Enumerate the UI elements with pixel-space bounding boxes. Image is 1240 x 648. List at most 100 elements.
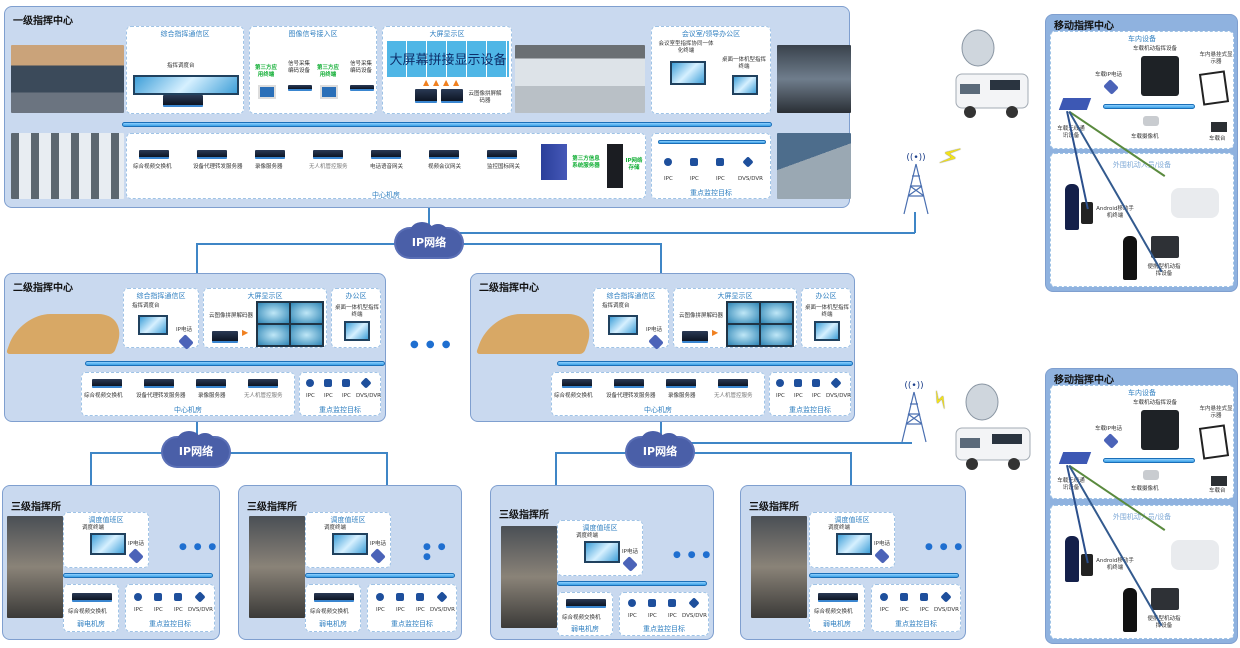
- zone-title: 办公区: [815, 292, 837, 300]
- pc-icon: [320, 85, 338, 99]
- pc-icon: [258, 85, 276, 99]
- field-officer-icon: [1065, 184, 1079, 230]
- video-wall-text: 大屏幕拼接显示设备: [389, 53, 507, 68]
- link-cloud-right: [460, 243, 660, 245]
- console-monitor: [138, 315, 168, 335]
- command-vehicle-icon: [955, 383, 1031, 470]
- level1-command-center: 一级指挥中心 综合指挥通信区 指挥调度台 图像信号接入区 第三方应用终端 信号采…: [4, 6, 851, 208]
- level3-title: 三级指挥所: [749, 502, 799, 513]
- desktop-terminal-label: 桌面一体机型指挥终端: [804, 305, 849, 318]
- level3-network-bus: [809, 573, 959, 578]
- link-cloud-left: [196, 243, 396, 245]
- dispatch-terminal: [90, 533, 126, 555]
- vehicle-command-device-label: 车载机动指挥设备: [1133, 46, 1178, 52]
- android-phone-icon: [1081, 554, 1093, 576]
- zone-title: 综合指挥通信区: [160, 30, 210, 38]
- zone-title: 办公区: [345, 292, 367, 300]
- level3-title: 三级指挥所: [247, 502, 297, 513]
- zone-integrated-command: 综合指挥通信区 指挥调度台: [126, 26, 244, 114]
- device-label: DVS/DVR: [826, 393, 851, 399]
- console-desk-image: [475, 314, 599, 354]
- level2-command-center: 二级指挥中心 综合指挥通信区 指挥调度台 IP电话 大屏显示区 云图像拼屏解码器…: [4, 273, 386, 422]
- third-party-server-label: 第三方信息系统服务器: [572, 156, 600, 169]
- link-l2a-cloud-left: [90, 452, 170, 454]
- link-to-l3a: [90, 452, 92, 485]
- level3-command-post: 三级指挥所 调度值班区 调度终端 IP电话 ● ● ● 综合视频交换机 弱电机房…: [2, 485, 220, 640]
- zone-title: 调度值班区: [582, 524, 618, 532]
- zone-big-screen: 大屏显示区 大屏幕拼接显示设备 ▲ ▲ ▲ ▲ 云图像拼屏解码器: [382, 26, 512, 114]
- server-icon: [666, 379, 696, 388]
- device-label: IPC: [376, 607, 385, 613]
- camera-icon: [396, 593, 404, 601]
- server-label: 综合视频交换机: [554, 393, 593, 399]
- zone-title: 中心机房: [174, 406, 202, 414]
- zone-central-datacenter: 中心机房 综合视频交换机 设备代理转发服务器 录像服务器 无人机管控服务 电话语…: [126, 133, 646, 199]
- server-label: 电话语音网关: [370, 164, 404, 170]
- switch-icon: [72, 593, 112, 602]
- device-label: IPC: [900, 607, 909, 613]
- desktop-terminal-label: 桌面一体机型指挥终端: [722, 57, 767, 70]
- vehicle-ip-phone-label: 车载IP电话: [1095, 426, 1122, 432]
- device-label: DVS/DVR: [934, 607, 959, 613]
- zone-key-monitoring: IPC IPC IPC DVS/DVR 重点监控目标: [619, 592, 709, 636]
- link-tower1-drop: [914, 212, 916, 233]
- zone-office: 办公区 桌面一体机型指挥终端: [801, 288, 851, 348]
- zone-title: 外围机动人员/设备: [1112, 513, 1172, 521]
- ip-network-cloud: IP网络: [627, 431, 693, 466]
- field-officer-icon: [1123, 588, 1137, 632]
- link-cloud-to-tower1: [460, 232, 915, 234]
- ip-phone-label: IP电话: [128, 541, 144, 547]
- device-label: IPC: [812, 393, 821, 399]
- camera-icon: [648, 599, 656, 607]
- ptz-camera-icon: [306, 379, 314, 387]
- zone-key-monitoring: IPC IPC IPC DVS/DVR 重点监控目标: [299, 372, 381, 416]
- device-label: IPC: [174, 607, 183, 613]
- switch-label: 综合视频交换机: [310, 609, 349, 615]
- zone-big-screen: 大屏显示区 云图像拼屏解码器 ▶: [673, 288, 797, 348]
- level3-network-bus: [557, 581, 707, 586]
- server-room-photo: [11, 133, 124, 199]
- vehicle-camera-icon: [1143, 470, 1159, 480]
- desktop-terminal: [814, 321, 840, 341]
- hall-photo: [515, 45, 645, 113]
- camera-icon: [154, 593, 162, 601]
- dispatch-terminal: [836, 533, 872, 555]
- device-label: IPC: [134, 607, 143, 613]
- zone-title: 重点监控目标: [319, 406, 361, 414]
- decoder-label: 云图像拼屏解码器: [468, 91, 502, 104]
- more-devices-ellipsis: ● ● ●: [673, 550, 713, 560]
- drone-icon: [1171, 188, 1219, 218]
- zone-title: 大屏显示区: [717, 292, 753, 300]
- third-party-terminal-label: 第三方应用终端: [254, 65, 277, 78]
- vehicle-command-device-label: 车载机动指挥设备: [1133, 400, 1178, 406]
- dispatch-terminal: [584, 541, 620, 563]
- zone-title: 大屏显示区: [429, 30, 465, 38]
- portable-command-device-icon: [1151, 236, 1179, 258]
- device-label: IPC: [648, 613, 657, 619]
- zone-title: 重点监控目标: [895, 620, 937, 628]
- dispatch-console-label: 指挥调度台: [602, 303, 630, 309]
- dispatch-terminal-label: 调度终端: [324, 525, 347, 531]
- portable-command-device-icon: [1151, 588, 1179, 610]
- link-to-l3b: [386, 452, 388, 485]
- control-room-photo: [11, 45, 124, 113]
- zone-title: 会议室/领导办公区: [681, 30, 741, 38]
- device-label: IPC: [776, 393, 785, 399]
- vehicle-ip-phone-label: 车载IP电话: [1095, 72, 1122, 78]
- server-icon: [313, 150, 343, 159]
- zone-title: 调度值班区: [330, 516, 366, 524]
- switch-icon: [566, 599, 606, 608]
- cloud-label: IP网络: [411, 236, 447, 249]
- ip-phone-icon: [1103, 79, 1119, 95]
- ip-network-cloud: IP网络: [396, 222, 462, 257]
- server-icon: [92, 379, 122, 388]
- level3-command-post: 三级指挥所 调度值班区 调度终端 IP电话 ● ● ● 综合视频交换机 弱电机房…: [740, 485, 966, 640]
- ip-phone-label: IP电话: [874, 541, 890, 547]
- camera-icon: [668, 599, 676, 607]
- vehicle-radio-icon: [1211, 476, 1227, 486]
- zone-title: 车内设备: [1128, 389, 1156, 397]
- hanging-display: [1198, 424, 1230, 460]
- link-to-tower2: [690, 442, 912, 444]
- portable-device-label: 便携型机动指挥设备: [1147, 264, 1181, 277]
- cell-tower-icon: ((•)): [901, 381, 927, 443]
